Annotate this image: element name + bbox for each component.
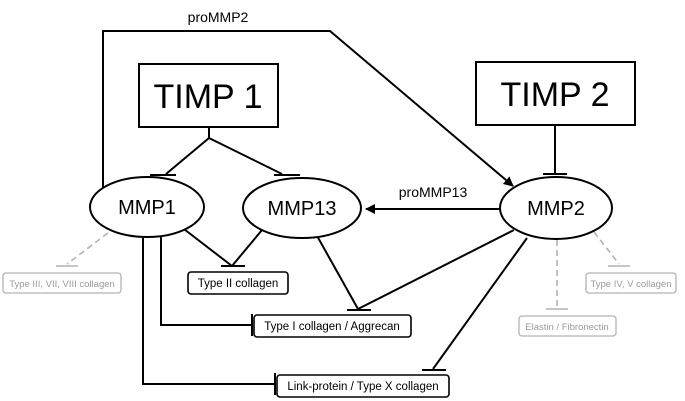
edge-mmp1-type1-aggrecan [160,236,252,326]
substrate-type2-label: Type II collagen [198,278,279,290]
mmp13-label: MMP13 [268,198,337,220]
edge-mmp1-type2 [179,225,233,267]
substrate-type3-7-8: Type III, VII, VIII collagen [2,272,122,294]
label-promMP2: proMMP2 [188,9,249,25]
mmp13-node: MMP13 [242,177,362,239]
edge-mmp1-type3-7-8 [66,232,109,265]
substrate-elastin-label: Elastin / Fibronectin [525,322,608,333]
substrate-link-type10: Link-protein / Type X collagen [276,374,450,398]
substrate-type4-5-label: Type IV, V collagen [591,279,672,290]
timp1-label: TIMP 1 [154,78,263,116]
mmp1-node: MMP1 [89,176,205,238]
edge-mmp2-type1-aggrecan [357,229,515,310]
timp2-label: TIMP 2 [501,76,610,114]
edge-mmp1-promMP2-mmp2 [102,30,514,188]
substrate-type1-aggrecan-label: Type I collagen / Aggrecan [264,321,400,333]
mmp2-label: MMP2 [527,198,585,220]
substrate-type4-5: Type IV, V collagen [585,272,677,294]
substrate-type2-collagen: Type II collagen [187,271,289,295]
edge-timp1-inhibits-mmp1 [165,127,210,175]
label-promMP13: proMMP13 [399,184,468,200]
mmp1-label: MMP1 [118,197,176,219]
substrate-elastin-fibronectin: Elastin / Fibronectin [518,315,617,337]
substrate-type1-aggrecan: Type I collagen / Aggrecan [253,314,412,338]
edge-mmp2-type4-5 [593,231,620,265]
substrate-type3-7-8-label: Type III, VII, VIII collagen [9,279,115,290]
substrate-link-type10-label: Link-protein / Type X collagen [287,381,438,393]
edge-mmp1-link-type10 [142,238,275,385]
edge-mmp13-type1-aggrecan [315,233,359,310]
timp2-node: TIMP 2 [475,61,636,126]
mmp2-node: MMP2 [499,176,613,240]
edge-mmp2-link-type10 [432,237,528,370]
edge-mmp13-type2 [231,229,263,267]
edge-timp1-inhibits-mmp13 [208,137,283,175]
timp1-node: TIMP 1 [138,63,279,128]
